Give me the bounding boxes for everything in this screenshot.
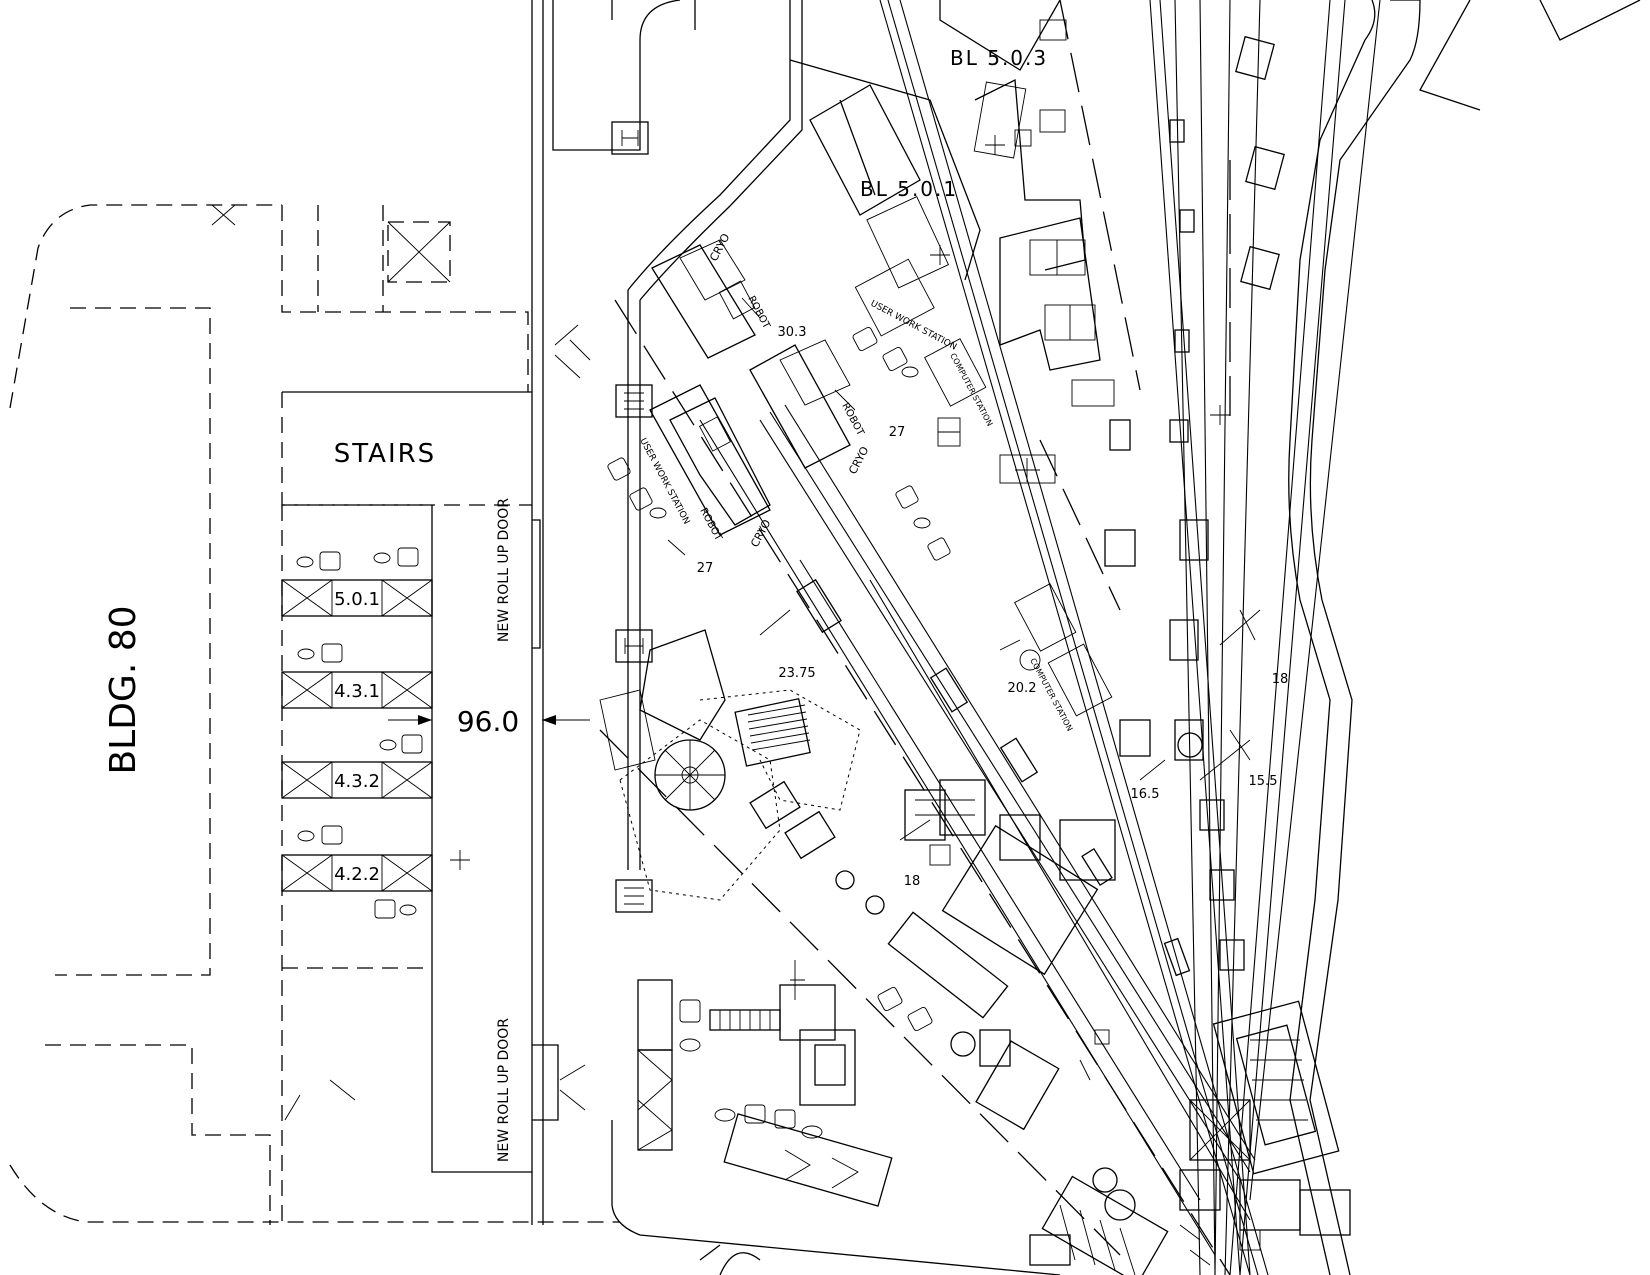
station-block-501: 5.0.1 [281, 579, 433, 617]
label-user-work-station-b: USER WORK STATION [637, 437, 691, 526]
roll-up-door-label-lower: NEW ROLL UP DOOR [496, 1018, 512, 1162]
stairs-label: STAIRS [334, 439, 436, 469]
chairs-work-area [607, 326, 961, 561]
dimension-20-2: 20.2 [1008, 681, 1037, 696]
work-area-cryo-robots [649, 239, 1113, 717]
label-computer-station-a: COMPUTER STATION [948, 352, 994, 428]
dimension-30-3: 30.3 [778, 325, 807, 340]
corridor-width-dimension: 96.0 [457, 705, 519, 738]
ring-wall [1288, 0, 1641, 1275]
corridor-walls [531, 0, 696, 1225]
dimension-16-5: 16.5 [1131, 787, 1160, 802]
beamline-label-503: BL 5.0.3 [950, 46, 1048, 70]
station-label-432: 4.3.2 [334, 771, 380, 792]
station-label-501: 5.0.1 [334, 589, 380, 610]
station-block-432: 4.3.2 [281, 761, 433, 799]
dimension-23-75: 23.75 [778, 666, 815, 681]
dimension-27-lower: 27 [697, 561, 714, 576]
dimension-lines [667, 297, 1261, 841]
dimension-18-lower: 18 [904, 874, 921, 889]
machinery-lower-left [637, 960, 893, 1207]
hutch-bl503 [973, 19, 1086, 271]
label-cryo-mid: CRYO [846, 444, 871, 476]
machinery-center-lower [877, 824, 1110, 1131]
machinery-lower-right [1029, 1000, 1351, 1275]
dimension-27-upper: 27 [889, 425, 906, 440]
label-robot-c: ROBOT [697, 506, 724, 543]
station-label-431: 4.3.1 [334, 681, 380, 702]
dimension-18-right: 18 [1272, 672, 1289, 687]
dimension-15-5: 15.5 [1249, 774, 1278, 789]
corridor-dimension [388, 715, 590, 725]
roll-up-door-label-upper: NEW ROLL UP DOOR [496, 498, 512, 642]
beamline-bundle [599, 0, 1381, 1275]
station-block-422: 4.2.2 [281, 854, 433, 892]
label-user-work-station-a: USER WORK STATION [869, 299, 958, 353]
machinery-hutch-left [599, 629, 1116, 915]
label-cryo-upper: CRYO [707, 231, 732, 263]
chairs-left [296, 547, 470, 919]
building-label: BLDG. 80 [103, 605, 144, 774]
station-block-431: 4.3.1 [281, 671, 433, 709]
station-label-422: 4.2.2 [334, 864, 380, 885]
hutch-bl501 [809, 84, 950, 289]
lower-walls [611, 0, 1061, 1275]
building-80-outline [9, 204, 620, 1225]
